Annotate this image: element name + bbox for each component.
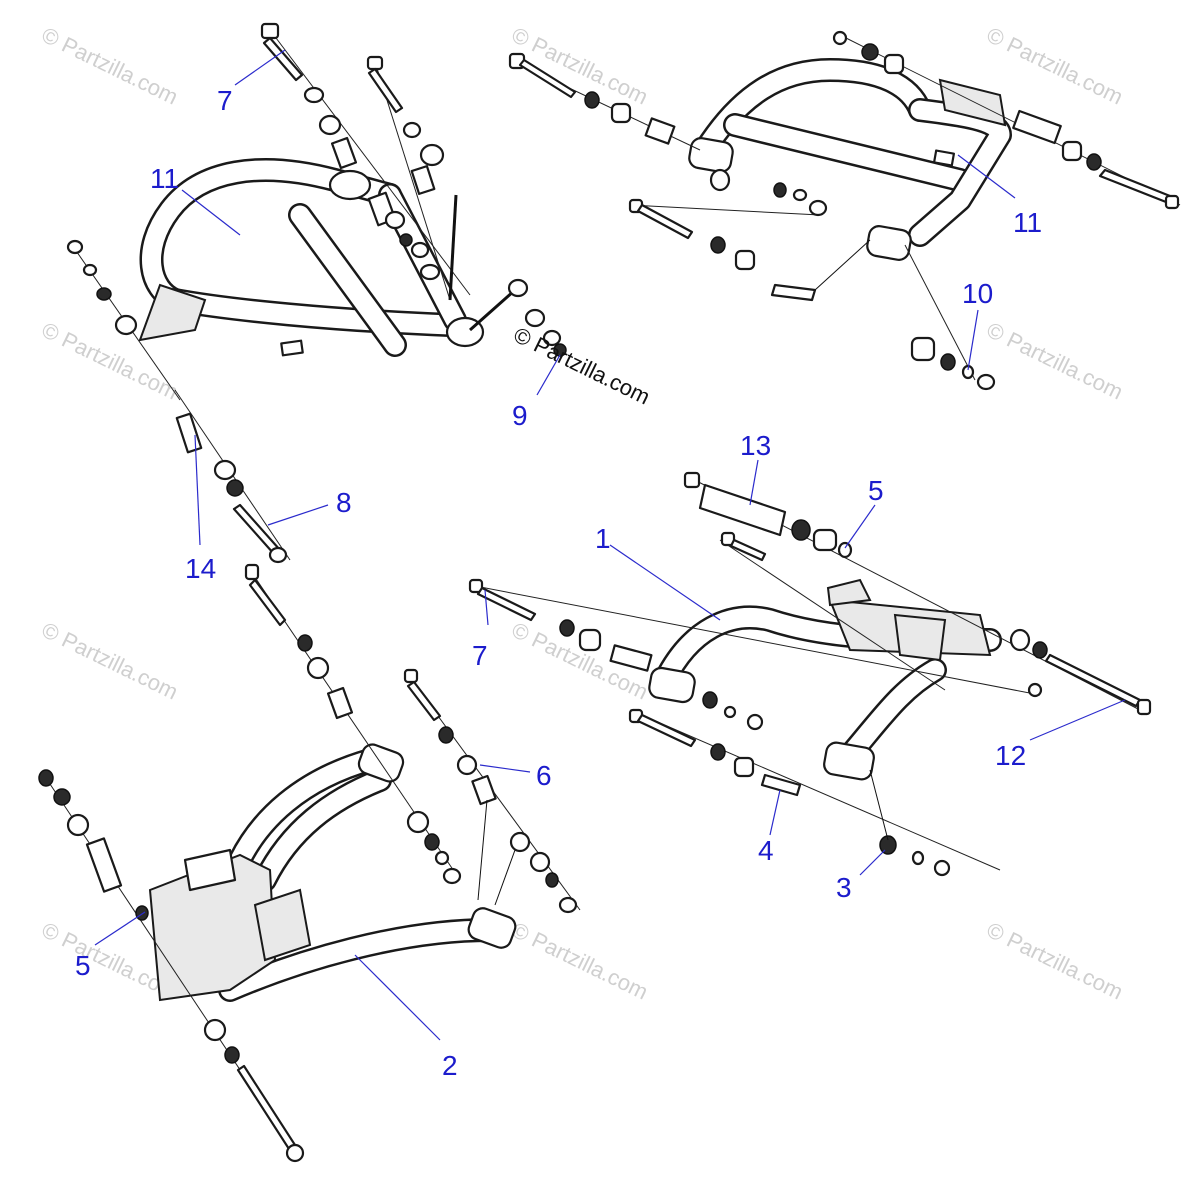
leader-line [479,764,531,773]
leader-line [94,911,146,946]
callout-label: 6 [536,760,552,791]
bolt-stack-upper-right [508,30,1181,391]
leader-line [749,459,759,506]
leader-line [957,154,1016,199]
bolt-stack-lower-left-outer [38,769,305,1163]
leader-line [536,354,561,396]
leader-line [234,49,286,86]
bolt-stack-upper-left [260,22,471,296]
leader-line [859,849,886,876]
callout-label: 4 [758,835,774,866]
callout-label: 7 [217,85,233,116]
callout-label: 11 [150,163,179,194]
callout-label: 13 [740,430,771,461]
watermark: © Partzilla.com [508,917,652,1004]
callout-label: 7 [472,640,488,671]
callout-label: 3 [836,872,852,903]
callout-label: 10 [962,278,993,309]
watermark: © Partzilla.com [38,617,182,704]
lower-control-arm-left [148,743,517,1002]
callout-layer: 11 7 8 14 9 11 10 13 5 1 7 12 4 3 5 6 2 [75,49,1126,1081]
bolt-stack-9 [524,308,567,357]
copyright-text: © Partzilla.com [510,322,654,409]
callout-label: 5 [75,950,91,981]
callout-label: 5 [868,475,884,506]
leader-line [769,789,781,836]
bolt-stack-upper-left-outer [66,239,529,401]
callout-label: 12 [995,740,1026,771]
bolt-stack-lower-right [468,471,1152,877]
callout-label: 2 [442,1050,458,1081]
leader-line [181,189,241,236]
watermark: © Partzilla.com [983,917,1127,1004]
leader-line [844,504,876,549]
leader-line [354,954,441,1041]
bolt-stack-upper-left-inner [366,55,458,301]
leader-line [484,589,489,626]
watermark: © Partzilla.com [38,22,182,109]
leader-line [967,309,979,371]
callout-label: 9 [512,400,528,431]
leader-line [267,504,329,526]
callout-label: 1 [595,523,611,554]
leader-line [1029,699,1126,741]
callout-label: 8 [336,487,352,518]
watermark: © Partzilla.com [983,317,1127,404]
callout-label: 11 [1013,207,1042,238]
leader-line [194,434,201,546]
callout-label: 14 [185,553,216,584]
upper-control-arm-right [688,58,1012,261]
bolt-stack-lower-left [244,563,581,914]
lower-control-arm-right [648,578,1002,781]
bolt-stack-8-14 [174,389,291,564]
watermark: © Partzilla.com [983,22,1127,109]
leader-line [609,544,721,621]
